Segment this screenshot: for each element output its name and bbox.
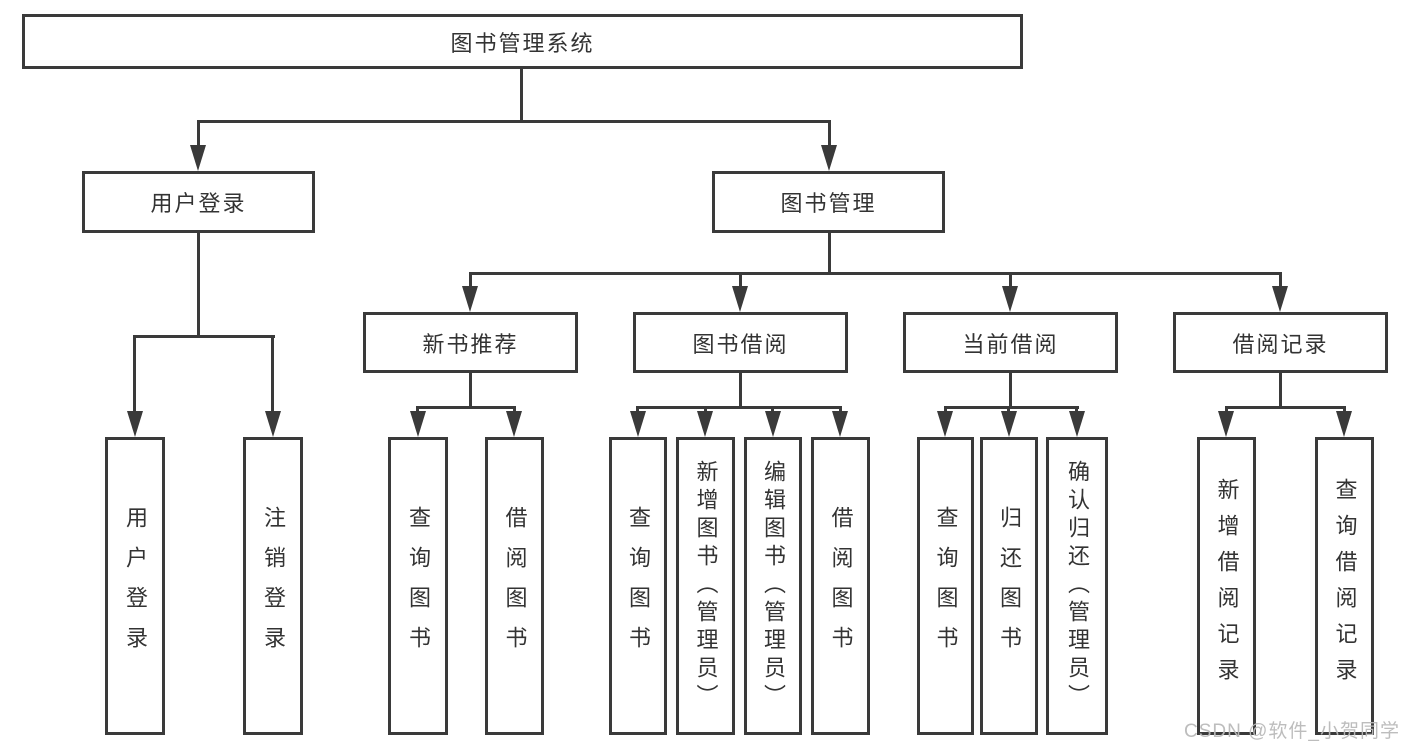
connector-l3-stem xyxy=(739,272,742,288)
node-book-borrow: 图书借阅 xyxy=(633,312,848,373)
arrow-down-icon xyxy=(506,411,522,437)
node-current-borrow: 当前借阅 xyxy=(903,312,1118,373)
arrow-down-icon xyxy=(190,145,206,171)
connector-bookmgmt-down xyxy=(828,233,831,272)
leaf-borrow-books-borrow: 借阅图书 xyxy=(811,437,870,735)
node-new-book-recommend-label: 新书推荐 xyxy=(422,331,519,357)
connector-user-login-stem xyxy=(197,120,200,147)
leaf-query-books-newbook-label: 查询图书 xyxy=(406,506,431,666)
leaf-confirm-return-admin-label: 确认归还（管理员） xyxy=(1065,460,1090,712)
connector-root-stem xyxy=(520,67,523,120)
leaf-logout: 注销登录 xyxy=(243,437,303,735)
arrow-down-icon xyxy=(265,411,281,437)
connector-leaf-stem xyxy=(271,335,274,413)
leaf-edit-book-admin: 编辑图书（管理员） xyxy=(744,437,802,735)
connector-level3-rail xyxy=(469,272,1282,275)
connector-userlogin-rail xyxy=(133,335,275,338)
connector-l3-stem xyxy=(1279,272,1282,288)
leaf-borrow-books-newbook-label: 借阅图书 xyxy=(502,506,528,666)
leaf-query-books-current-label: 查询图书 xyxy=(933,506,959,666)
arrow-down-icon xyxy=(1002,286,1018,312)
leaf-edit-book-admin-label: 编辑图书（管理员） xyxy=(761,460,786,712)
connector-leaf-stem xyxy=(1225,406,1228,414)
connector-newbook-rail xyxy=(416,406,516,409)
arrow-down-icon xyxy=(697,411,713,437)
leaf-query-books-borrow-label: 查询图书 xyxy=(626,506,651,666)
connector-leaf-stem xyxy=(416,406,419,414)
leaf-return-book: 归还图书 xyxy=(980,437,1038,735)
node-book-management: 图书管理 xyxy=(712,171,945,233)
node-user-login-label: 用户登录 xyxy=(150,191,247,216)
connector-l3-stem xyxy=(469,272,472,288)
connector-leaf-stem xyxy=(1075,406,1078,414)
node-root-label: 图书管理系统 xyxy=(450,30,595,56)
leaf-query-books-borrow: 查询图书 xyxy=(609,437,667,735)
leaf-add-borrow-record: 新增借阅记录 xyxy=(1197,437,1256,735)
node-book-borrow-label: 图书借阅 xyxy=(692,331,789,357)
arrow-down-icon xyxy=(1218,411,1234,437)
connector-userlogin-down xyxy=(197,233,200,335)
connector-leaf-stem xyxy=(1343,406,1346,414)
node-book-management-label: 图书管理 xyxy=(780,191,877,216)
connector-level2-rail xyxy=(197,120,831,123)
leaf-add-book-admin-label: 新增图书（管理员） xyxy=(693,460,719,712)
connector-borrowrecords-rail xyxy=(1225,406,1346,409)
leaf-borrow-books-borrow-label: 借阅图书 xyxy=(828,506,854,666)
arrow-down-icon xyxy=(127,411,143,437)
arrow-down-icon xyxy=(732,286,748,312)
connector-bookborrow-rail xyxy=(636,406,842,409)
arrow-down-icon xyxy=(1336,411,1352,437)
connector-leaf-stem xyxy=(704,406,707,414)
arrow-down-icon xyxy=(832,411,848,437)
connector-l3-stem xyxy=(1009,272,1012,288)
leaf-return-book-label: 归还图书 xyxy=(997,506,1022,666)
arrow-down-icon xyxy=(937,411,953,437)
leaf-logout-label: 注销登录 xyxy=(261,506,286,666)
leaf-query-borrow-record-label: 查询借阅记录 xyxy=(1332,478,1358,694)
arrow-down-icon xyxy=(630,411,646,437)
connector-leaf-stem xyxy=(771,406,774,414)
connector-leaf-stem xyxy=(133,335,136,413)
connector-leaf-stem xyxy=(513,406,516,414)
connector-leaf-stem xyxy=(1007,406,1010,414)
node-new-book-recommend: 新书推荐 xyxy=(363,312,578,373)
connector-currentborrow-down xyxy=(1009,373,1012,406)
connector-newbook-down xyxy=(469,373,472,406)
node-borrow-records: 借阅记录 xyxy=(1173,312,1388,373)
node-root: 图书管理系统 xyxy=(22,14,1023,69)
leaf-add-borrow-record-label: 新增借阅记录 xyxy=(1214,478,1240,694)
leaf-query-books-newbook: 查询图书 xyxy=(388,437,448,735)
arrow-down-icon xyxy=(462,286,478,312)
leaf-user-login-label: 用户登录 xyxy=(123,506,148,666)
leaf-add-book-admin: 新增图书（管理员） xyxy=(676,437,735,735)
leaf-query-books-current: 查询图书 xyxy=(917,437,974,735)
connector-leaf-stem xyxy=(839,406,842,414)
arrow-down-icon xyxy=(765,411,781,437)
arrow-down-icon xyxy=(1001,411,1017,437)
connector-book-mgmt-stem xyxy=(828,120,831,147)
connector-leaf-stem xyxy=(636,406,639,414)
node-borrow-records-label: 借阅记录 xyxy=(1232,331,1329,357)
connector-borrowrecords-down xyxy=(1279,373,1282,406)
arrow-down-icon xyxy=(821,145,837,171)
arrow-down-icon xyxy=(410,411,426,437)
arrow-down-icon xyxy=(1272,286,1288,312)
node-user-login: 用户登录 xyxy=(82,171,315,233)
connector-leaf-stem xyxy=(944,406,947,414)
leaf-confirm-return-admin: 确认归还（管理员） xyxy=(1046,437,1108,735)
leaf-query-borrow-record: 查询借阅记录 xyxy=(1315,437,1374,735)
node-current-borrow-label: 当前借阅 xyxy=(962,331,1059,357)
leaf-user-login: 用户登录 xyxy=(105,437,165,735)
leaf-borrow-books-newbook: 借阅图书 xyxy=(485,437,544,735)
connector-currentborrow-rail xyxy=(944,406,1079,409)
watermark: CSDN @软件_小贺同学 xyxy=(1184,721,1400,742)
connector-bookborrow-down xyxy=(739,373,742,406)
arrow-down-icon xyxy=(1069,411,1085,437)
